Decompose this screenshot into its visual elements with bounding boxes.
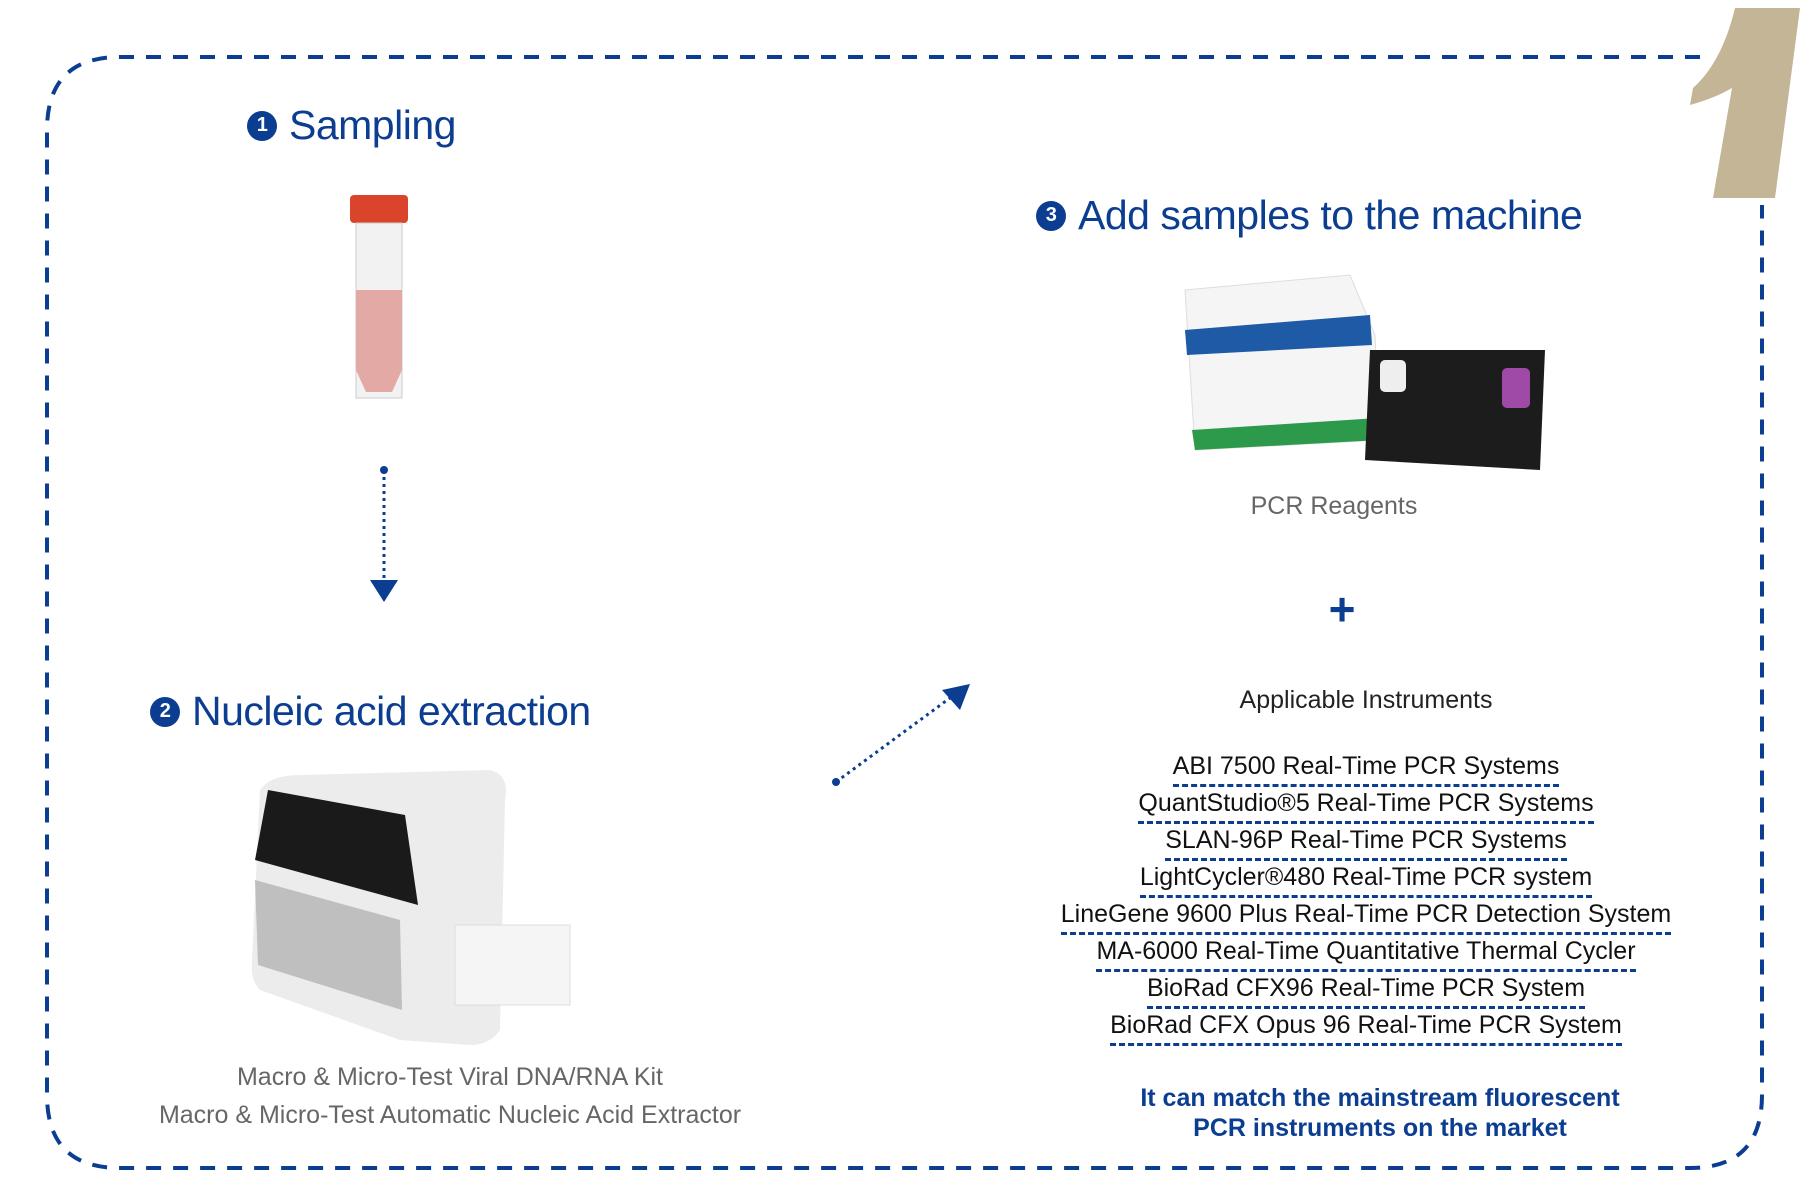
instrument-item: QuantStudio®5 Real-Time PCR Systems [1138, 787, 1594, 824]
extractor-image [251, 770, 571, 1045]
arrow-diagonal-icon [942, 684, 970, 710]
instrument-item: LightCycler®480 Real-Time PCR system [1139, 861, 1593, 898]
step-title: Sampling [289, 102, 456, 148]
step-machine-heading: 3 Add samples to the machine [1036, 192, 1583, 239]
note-line: It can match the mainstream fluorescent [1140, 1084, 1620, 1112]
step-title: Add samples to the machine [1078, 192, 1583, 238]
step-title: Nucleic acid extraction [192, 688, 591, 734]
step-number-badge: 3 [1036, 200, 1066, 231]
reagents-caption: PCR Reagents [1250, 492, 1418, 520]
kit-caption: Macro & Micro-Test Viral DNA/RNA Kit [236, 1063, 663, 1091]
step-one-graphic [1690, 8, 1800, 198]
instrument-item: MA-6000 Real-Time Quantitative Thermal C… [1096, 935, 1636, 972]
instrument-item: SLAN-96P Real-Time PCR Systems [1165, 824, 1567, 861]
instrument-item: BioRad CFX Opus 96 Real-Time PCR System [1110, 1009, 1622, 1046]
step-number-badge: 2 [150, 696, 180, 727]
note-line: PCR instruments on the market [1193, 1114, 1567, 1142]
instruments-title: Applicable Instruments [1239, 686, 1493, 714]
plus-sign: + [1328, 583, 1356, 635]
step-extraction-heading: 2 Nucleic acid extraction [150, 688, 591, 735]
compatibility-note: It can match the mainstream fluorescent … [1080, 1083, 1680, 1143]
extractor-caption: Macro & Micro-Test Automatic Nucleic Aci… [158, 1101, 742, 1129]
step-number-badge: 1 [247, 110, 277, 141]
instrument-item: BioRad CFX96 Real-Time PCR System [1146, 972, 1586, 1009]
instrument-item: LineGene 9600 Plus Real-Time PCR Detecti… [1060, 898, 1672, 935]
extraction-captions: Macro & Micro-Test Viral DNA/RNA Kit Mac… [100, 1058, 800, 1134]
sample-tube-image [350, 195, 408, 399]
pcr-reagents-image [1184, 274, 1545, 470]
instrument-item: ABI 7500 Real-Time PCR Systems [1172, 750, 1560, 787]
arrow-down-icon [370, 580, 398, 602]
step-sampling-heading: 1 Sampling [247, 102, 456, 149]
instruments-list: ABI 7500 Real-Time PCR Systems QuantStud… [1040, 750, 1692, 1046]
